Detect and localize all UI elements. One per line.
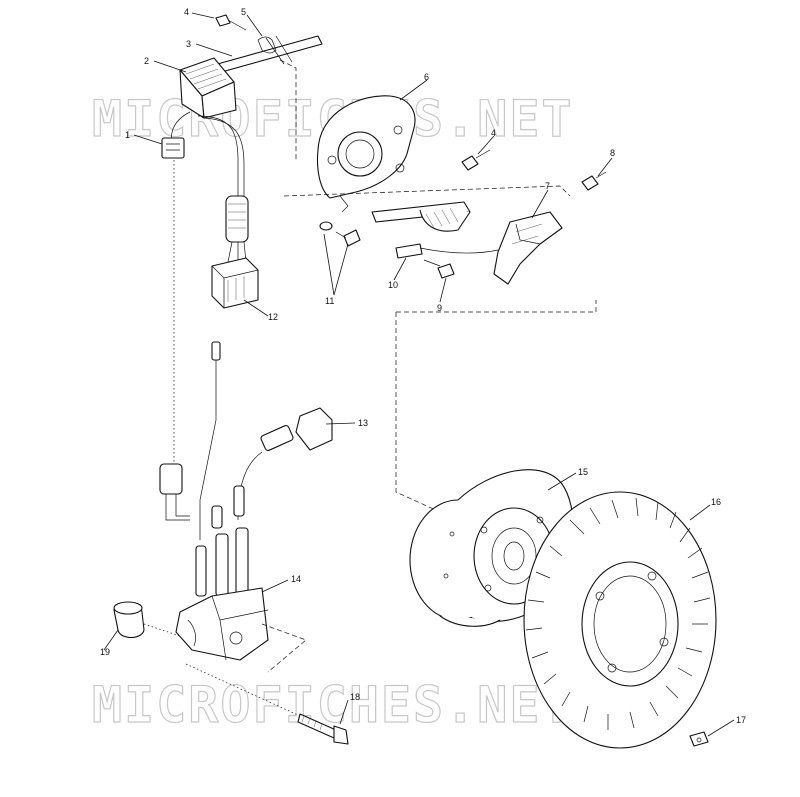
callout-2: 2 [144,56,149,66]
leader-lines [103,12,735,737]
callout-18: 18 [350,692,360,702]
ht-tubes [211,485,245,529]
callout-6: 6 [424,72,429,82]
alignment-line-a [396,300,597,313]
callout-17: 17 [736,715,746,725]
part-10-coil [371,201,499,259]
callout-4-top: 4 [184,7,189,17]
callout-4-stator: 4 [491,128,496,138]
callout-labels: 1 2 3 4 5 6 4 8 7 9 10 11 12 13 14 15 16… [100,7,746,725]
lead-wire [199,341,221,540]
callout-11: 11 [325,296,334,306]
callout-16: 16 [711,497,721,507]
callout-14: 14 [291,574,301,584]
part-12-multipin-connector [211,257,259,309]
part-7-pickup [493,211,563,285]
part-16-cooling-fan [523,491,717,749]
callout-12: 12 [268,312,278,322]
part-18-bolt [185,663,349,745]
part-14-ignition-coil [175,527,307,673]
callout-3: 3 [186,39,191,49]
part-8-screw [581,171,607,191]
alignment-line-c [283,185,571,197]
callout-1: 1 [125,130,130,140]
coil-connector [159,463,190,521]
part-11-screw-washer [319,221,361,247]
part-4-screw-stator [461,149,491,171]
part-17-bolt [689,731,709,747]
callout-19: 19 [100,647,110,657]
callout-13: 13 [358,418,368,428]
alignment-line-b [395,312,441,513]
part-6-stator-plate [316,95,416,213]
callout-5: 5 [241,7,246,17]
part-13-spark-plug-cap [237,407,333,521]
part-1-connector [161,137,185,470]
part-19-rubber-cap [113,601,181,639]
part-9-screw [423,259,455,279]
part-4-screw-top [215,14,247,31]
callout-7: 7 [545,181,550,191]
callout-9: 9 [437,303,442,313]
callout-15: 15 [578,467,588,477]
callout-8: 8 [610,148,615,158]
callout-10: 10 [388,280,398,290]
watermark-bottom: MICROFICHES.NET [92,676,574,734]
